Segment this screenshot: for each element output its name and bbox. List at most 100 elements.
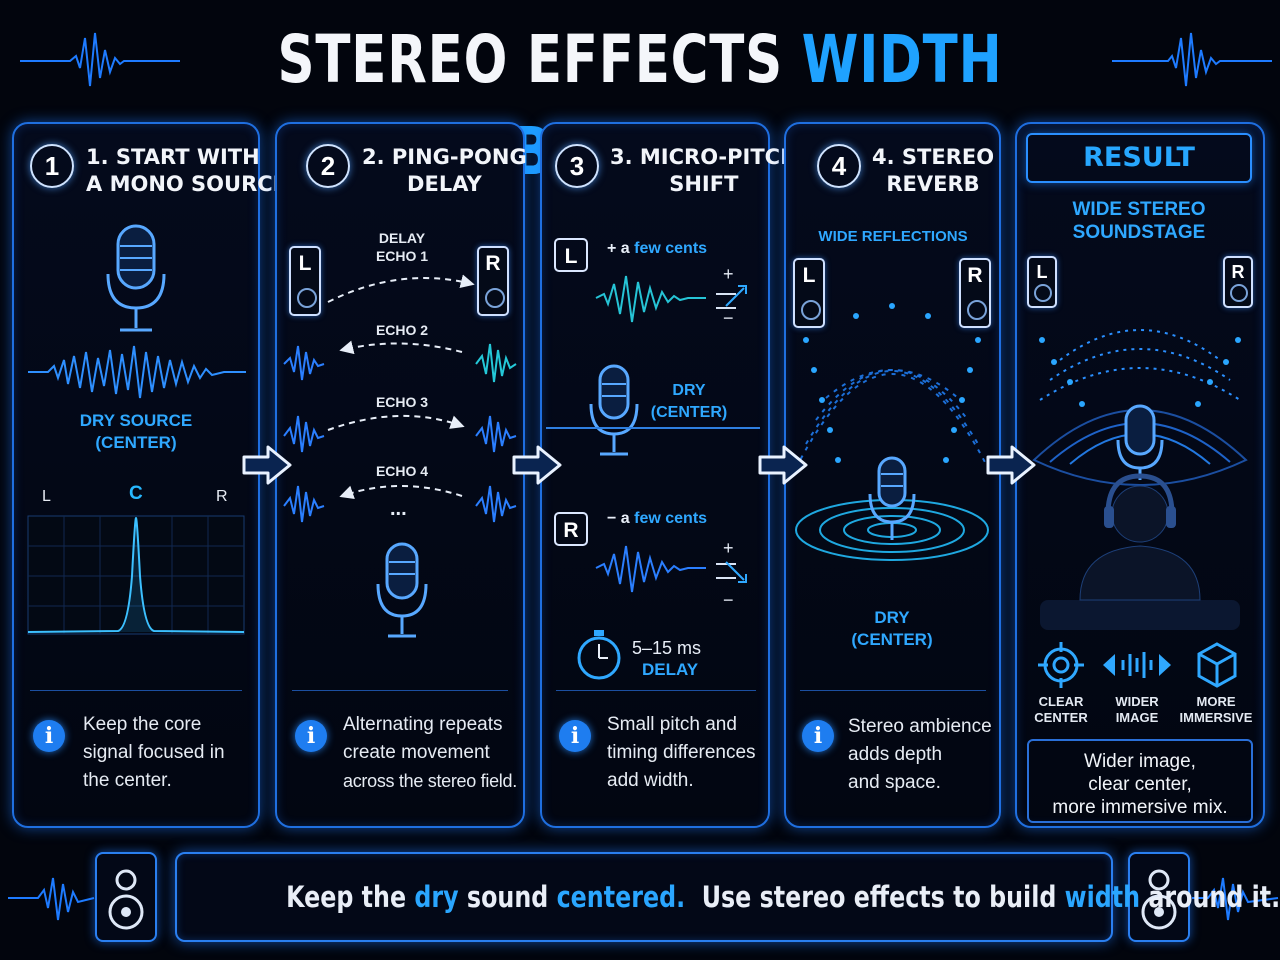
pan-center-label: C — [129, 483, 143, 504]
echo-ellipsis: ... — [390, 498, 407, 520]
step-3-dry-line2: (CENTER) — [650, 404, 728, 421]
step-2-title-line1: 2. PING-PONG — [362, 145, 527, 169]
speaker-left: L — [289, 246, 321, 316]
plus-symbol: + — [723, 264, 734, 284]
speaker-left: L — [1027, 256, 1057, 308]
footer-part-3: Use stereo effects to build — [685, 880, 1065, 914]
step-4-info: Stereo ambience adds depth and space. — [848, 713, 998, 797]
step-3-dry-line1: DRY — [672, 382, 706, 399]
microphone-icon — [868, 456, 916, 540]
footer-message: Keep the dry sound centered. Use stereo … — [175, 852, 1280, 942]
minus-symbol: − — [723, 308, 734, 328]
result-subtitle-line1: WIDE STEREO — [1072, 199, 1206, 220]
result-summary: Wider image, clear center, more immersiv… — [1027, 739, 1253, 823]
result-subtitle: WIDE STEREO SOUNDSTAGE — [1048, 198, 1230, 244]
benefit-3-line2: IMMERSIVE — [1179, 710, 1253, 725]
footer-speaker-left-icon — [95, 852, 157, 942]
cube-icon — [1197, 642, 1237, 688]
left-pitch-sign: + a — [607, 240, 630, 257]
step-1-info-line2: signal focused in — [83, 742, 225, 763]
delay-label: DELAY — [642, 660, 699, 679]
step-4-number: 4 — [817, 144, 861, 188]
step-3-info: Small pitch and timing differences add w… — [607, 711, 767, 795]
right-pitch-sign: − a — [607, 510, 630, 527]
benefit-2-line1: WIDER — [1115, 694, 1159, 709]
footer-speaker-right-icon — [1128, 852, 1190, 942]
speaker-left-label: L — [802, 264, 816, 287]
echo-1-word: ECHO 1 — [375, 248, 429, 264]
waveform-decoration-left — [8, 877, 95, 921]
wide-reflections-label: WIDE REFLECTIONS — [818, 228, 968, 245]
step-3-title-line2: SHIFT — [669, 172, 739, 196]
speaker-left-label: L — [1036, 262, 1048, 282]
speaker-cone — [485, 288, 505, 308]
step-4-dry-line1: DRY — [874, 608, 910, 627]
plus-symbol: + — [723, 538, 734, 558]
ping-pong-arrows — [283, 274, 517, 523]
benefit-2-line2: IMAGE — [1115, 710, 1159, 725]
right-pitch-text: − a few cents — [607, 510, 707, 528]
step-3-title: 3. MICRO-PITCH SHIFT — [610, 144, 798, 198]
dry-source-line2: (CENTER) — [95, 433, 177, 452]
flow-arrow-1 — [242, 445, 292, 485]
footer-part-2: sound — [458, 880, 557, 914]
info-icon: i — [802, 720, 834, 752]
result-subtitle-line2: SOUNDSTAGE — [1072, 222, 1206, 243]
step-4-title-line1: 4. STEREO — [872, 145, 995, 169]
footer-highlight-width: width — [1064, 880, 1141, 914]
footer-part-4: around it. — [1140, 880, 1280, 914]
waveform-decoration-left — [20, 32, 180, 87]
pan-meter-graph — [27, 515, 245, 635]
step-1-info-line3: the center. — [83, 770, 172, 791]
step-1-title: 1. START WITH A MONO SOURCE — [86, 144, 287, 198]
step-3-title-line1: 3. MICRO-PITCH — [610, 145, 798, 169]
step-1-divider — [30, 690, 242, 691]
speaker-cone — [801, 300, 821, 320]
footer-highlight-centered: centered. — [556, 880, 686, 914]
echo-2-label: ECHO 2 — [375, 322, 429, 338]
step-4-divider — [800, 690, 986, 691]
left-pitch-cents: few cents — [634, 240, 708, 257]
speaker-right: R — [1223, 256, 1253, 308]
speaker-cone — [967, 300, 987, 320]
benefit-more-immersive: MORE IMMERSIVE — [1176, 694, 1256, 726]
footer-part-1: Keep the — [286, 880, 415, 914]
reverb-reflections — [795, 303, 989, 561]
result-header: RESULT — [1026, 133, 1252, 183]
step-3-number: 3 — [555, 144, 599, 188]
dry-source-line1: DRY SOURCE — [79, 411, 193, 430]
step-2-info-line3: across the stereo field. — [343, 771, 517, 791]
delay-value: 5–15 ms — [632, 638, 702, 658]
pan-left-label: L — [42, 488, 51, 505]
flow-arrow-3 — [758, 445, 808, 485]
step-3-dry-label: DRY (CENTER) — [648, 380, 730, 424]
waveform-decoration-right — [1112, 32, 1272, 87]
pan-right-label: R — [216, 488, 228, 505]
dry-waveform — [28, 345, 246, 399]
wide-arrows-icon — [1103, 652, 1171, 678]
step-1-info-line1: Keep the core — [83, 714, 202, 735]
step-2-title: 2. PING-PONG DELAY — [362, 144, 527, 198]
step-1-title-line2: A MONO SOURCE — [86, 172, 288, 196]
echo-3-label: ECHO 3 — [375, 394, 429, 410]
channel-left-box: L — [554, 238, 588, 272]
summary-line1: Wider image, — [1084, 751, 1196, 772]
step-2-info-line1: Alternating repeats — [343, 714, 503, 735]
benefit-1-line2: CENTER — [1034, 710, 1088, 725]
step-2-title-line2: DELAY — [407, 172, 482, 196]
benefit-3-line1: MORE — [1196, 694, 1236, 709]
info-icon: i — [33, 720, 65, 752]
minus-symbol: − — [723, 590, 734, 610]
benefit-clear-center: CLEAR CENTER — [1021, 694, 1101, 726]
benefit-wider-image: WIDER IMAGE — [1097, 694, 1177, 726]
info-icon: i — [559, 720, 591, 752]
footer-highlight-dry: dry — [414, 880, 459, 914]
left-pitch-text: + a few cents — [607, 240, 707, 258]
stopwatch-icon — [577, 630, 621, 680]
center-line — [546, 427, 760, 429]
step-2-number: 2 — [306, 144, 350, 188]
info-icon: i — [295, 720, 327, 752]
microphone-icon — [376, 542, 428, 638]
speaker-right-label: R — [485, 252, 501, 275]
flow-arrow-4 — [986, 445, 1036, 485]
